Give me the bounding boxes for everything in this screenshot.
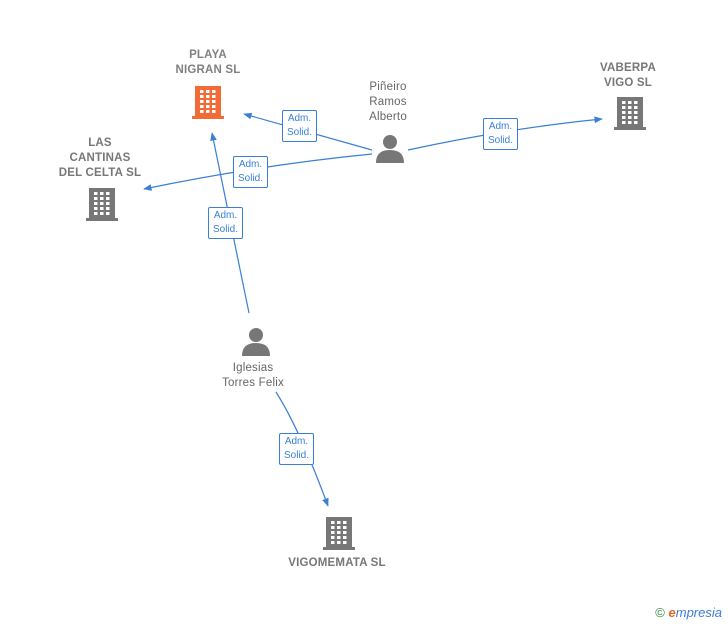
node-label-cantinas[interactable]: LAS CANTINAS DEL CELTA SL	[58, 137, 142, 179]
node-label-vaberpa[interactable]: VABERPA VIGO SL	[600, 62, 656, 89]
node-label-iglesias[interactable]: Iglesias Torres Felix	[222, 362, 284, 389]
building-icon[interactable]	[192, 86, 224, 119]
footer-brand: © empresia	[655, 605, 722, 620]
building-icon[interactable]	[614, 97, 646, 130]
edge-label-iglesias-playa[interactable]: Adm. Solid.	[208, 207, 244, 239]
person-icon[interactable]	[242, 328, 270, 356]
edge-label-pineiro-cantinas[interactable]: Adm. Solid.	[233, 156, 269, 188]
edge-label-iglesias-vigomemata[interactable]: Adm. Solid.	[279, 433, 315, 465]
node-label-vigomemata[interactable]: VIGOMEMATA SL	[288, 557, 386, 569]
person-icon[interactable]	[376, 135, 404, 163]
edge-label-pineiro-playa[interactable]: Adm. Solid.	[282, 110, 318, 142]
edge-label-pineiro-vaberpa[interactable]: Adm. Solid.	[483, 118, 519, 150]
node-label-pineiro[interactable]: Piñeiro Ramos Alberto	[369, 81, 407, 123]
node-label-playa[interactable]: PLAYA NIGRAN SL	[175, 49, 241, 76]
copyright-symbol: ©	[655, 605, 665, 620]
building-icon[interactable]	[323, 517, 355, 550]
building-icon[interactable]	[86, 188, 118, 221]
brand-logo: empresia	[668, 605, 722, 620]
